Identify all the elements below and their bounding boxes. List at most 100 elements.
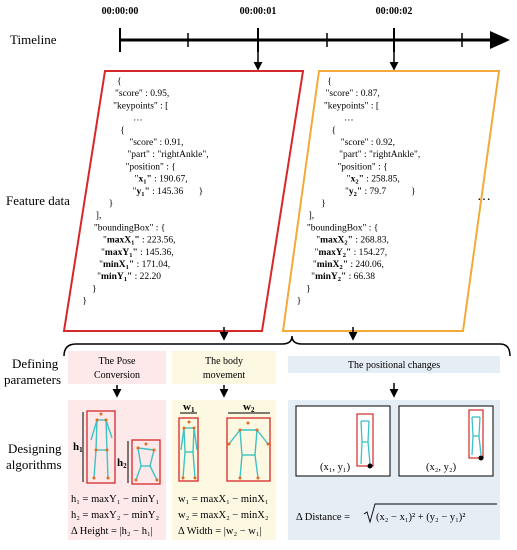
frame1-json-line: "position" : { [125, 162, 175, 172]
sqrt-sign [363, 503, 497, 524]
param-pose-box [68, 351, 166, 384]
position-bbox-2 [468, 409, 484, 459]
body-joints-1 [181, 420, 197, 480]
frame2-json-line: ], [309, 211, 315, 221]
pose-skeleton-2 [135, 447, 158, 481]
frame2-position-close: } [411, 187, 416, 197]
frame2-json-close: } [297, 297, 302, 307]
algo-pose: h1 h2 h₁ = maxY₁ − minY₁ h₂ = maxY₂ − mi… [68, 400, 166, 540]
frame2-json: { "score" : 0.87, "keypoints" : [ … { "score"… [297, 77, 420, 307]
position-label-1: (x₁, y₁) [320, 462, 351, 473]
timeline-label-0: 00:00:00 [102, 6, 139, 17]
position-bbox-1 [356, 413, 374, 467]
frame2-bbox-minY: "minY2" : 66.38 [311, 272, 375, 283]
param-positional-label: The positional changes [348, 360, 440, 371]
frame2-json-line: "part" : "rightAnkle", [339, 150, 420, 160]
algo-pose-bg [68, 400, 166, 540]
frame1-position-close: } [199, 187, 204, 197]
frame1-y-value: "y1" : 145.36 [133, 187, 184, 198]
row-label-defining-2: parameters [4, 372, 61, 387]
frame2-bbox-maxX: "maxX2" : 268.83, [316, 236, 389, 247]
frame1-json-line: { [120, 126, 125, 136]
distance-lhs: Δ Distance = [296, 512, 350, 523]
frame1-x-value: "x1" : 190.67, [135, 175, 188, 186]
frame2-bbox-minX: "minX2" : 240.06, [313, 260, 384, 271]
frame1-json-line: { [117, 77, 122, 87]
timeline-label-2: 00:00:02 [376, 6, 413, 17]
frame1-json: {"score" : 0.95,"keypoints" : […{"score"… [82, 77, 208, 307]
grouping-brace [63, 335, 511, 357]
w2-label: w2 [243, 401, 255, 414]
timeline-label-1: 00:00:01 [240, 6, 277, 17]
frame2-json-line: "keypoints" : [ [324, 101, 379, 111]
frame2-json-line: "score" : 0.92, [341, 138, 395, 148]
frame1-json-line: ], [96, 211, 102, 221]
algo-positional: (x₁, y₁) (x₂, y₂) Δ Distance = (x₂ − x₁)… [288, 400, 500, 540]
body-formula-1: w₁ = maxX₁ − minX₁ [178, 494, 269, 505]
pose-formula-1: h₁ = maxY₁ − minY₁ [71, 494, 159, 505]
body-formula-3: Δ Width = |w₂ − w₁| [178, 526, 262, 537]
row-label-designing-2: algorithms [6, 457, 62, 472]
body-skeleton-1 [180, 427, 198, 479]
row-label-feature: Feature data [6, 193, 70, 208]
frame2-bbox-maxY: "maxY2" : 154.27, [315, 248, 388, 259]
frame1-json-line: "part" : "rightAnkle", [127, 150, 208, 160]
frame1-bbox-minY: "minY1" : 22.20 [97, 272, 161, 283]
timeline-arrowhead [490, 31, 510, 49]
pose-bbox-1 [86, 410, 116, 484]
param-pose-line1: The Pose [99, 356, 137, 367]
frame1-json-close: } [82, 297, 87, 307]
algo-body: w1 w2 w₁ = maxX₁ − minX₁ w₂ = maxX₂ − mi… [172, 400, 276, 540]
frame2-box [281, 70, 501, 332]
param-body-line1: The body [205, 356, 243, 367]
frame2-json-line: { [331, 126, 336, 136]
w1-label: w1 [183, 401, 195, 414]
position-label-2: (x₂, y₂) [426, 462, 457, 473]
frame2-json-line: "position" : { [337, 162, 387, 172]
frame1-json-line: "keypoints" : [ [113, 101, 168, 111]
frame2-json-close: } [306, 284, 311, 294]
frame1-json-line: "boundingBox" : { [94, 223, 165, 233]
frame2-json-line: … [344, 114, 354, 124]
frame1-box [62, 70, 305, 332]
frame1-json-line: } [109, 199, 114, 209]
h2-label: h2 [117, 457, 127, 470]
frame1-bbox-minX: "minX1" : 171.04, [99, 260, 170, 271]
body-bbox-1 [178, 417, 199, 482]
frame1-bbox-maxY: "maxY1" : 145.36, [101, 248, 174, 259]
pose-bbox-2 [131, 439, 161, 485]
frame2-json-line: { [327, 77, 332, 87]
position-point-1 [367, 463, 373, 469]
frame1-json-line: "score" : 0.91, [129, 138, 183, 148]
frame2-json-line: "boundingBox" : { [307, 223, 378, 233]
h1-label: h1 [73, 441, 83, 454]
param-positional-box [288, 356, 500, 373]
position-skeleton-2 [471, 416, 482, 456]
frame2-y-value: "y2" : 79.7 [345, 187, 386, 198]
pose-skeleton-1 [90, 419, 113, 479]
frame2-json-line: "score" : 0.87, [326, 89, 380, 99]
param-pose-line2: Conversion [94, 370, 140, 381]
frame2-json-line: } [321, 199, 326, 209]
param-body-box [172, 351, 276, 384]
distance-rhs: (x₂ − x₁)² + (y₂ − y₁)² [376, 512, 465, 523]
more-frames-ellipsis: … [477, 189, 491, 204]
position-frame-1 [295, 405, 391, 477]
timeline: 00:00:00 00:00:01 00:00:02 [102, 6, 510, 71]
position-skeleton-1 [360, 420, 371, 465]
pose-joints-2 [134, 442, 159, 482]
frame1-json-line: … [133, 114, 143, 124]
frame1-json-close: } [92, 284, 97, 294]
pose-formula-3: Δ Height = |h₂ − h₁| [71, 526, 153, 537]
position-frame-2 [398, 405, 494, 477]
row-label-defining-1: Defining [12, 356, 59, 371]
body-skeleton-2 [228, 429, 269, 479]
row-label-designing-1: Designing [8, 441, 62, 456]
frame1-bbox-maxX: "maxX1" : 223.56, [103, 236, 176, 247]
pose-joints-1 [92, 412, 110, 480]
body-joints-2 [227, 421, 270, 480]
body-formula-2: w₂ = maxX₂ − minX₂ [178, 510, 269, 521]
frame2-x-value: "x2" : 258.85, [347, 175, 400, 186]
